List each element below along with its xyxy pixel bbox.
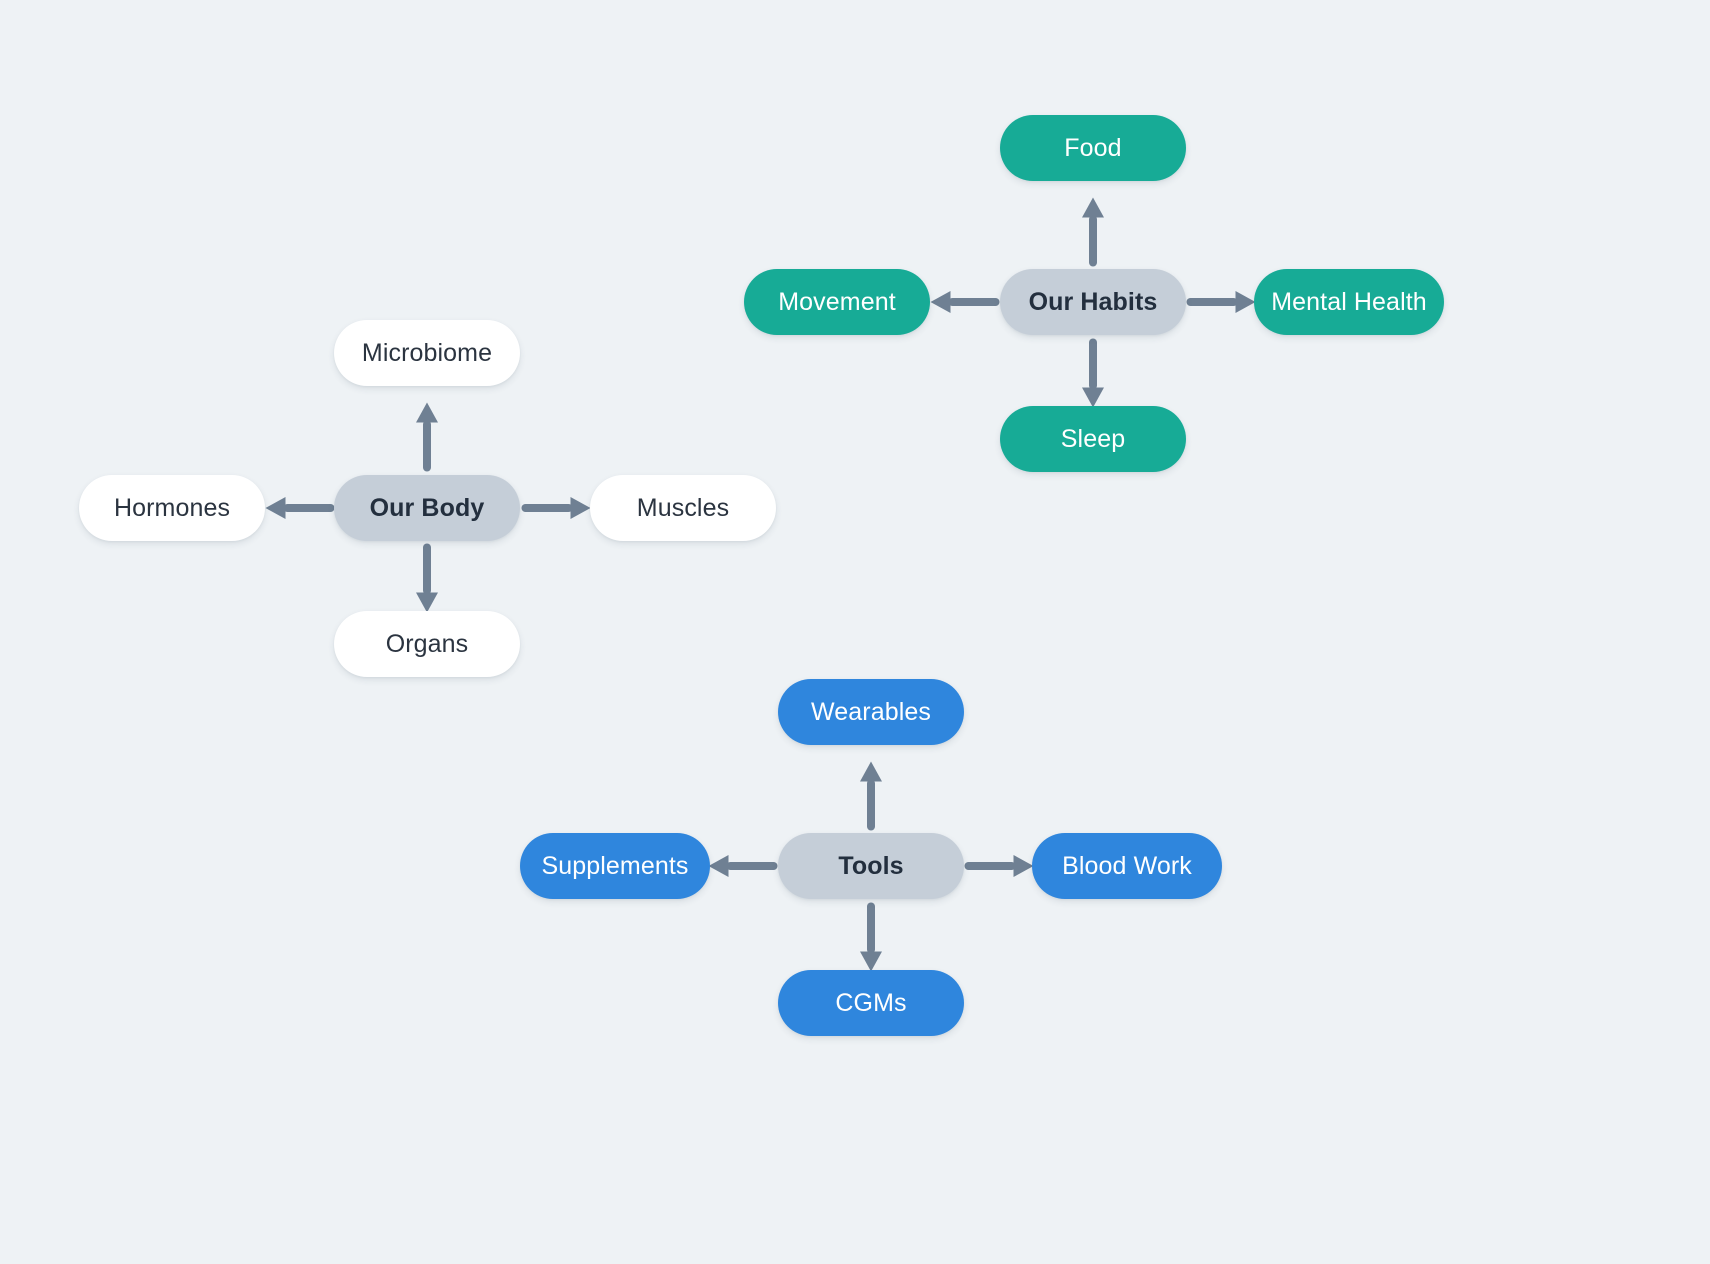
- node-movement-label: Movement: [778, 287, 896, 316]
- node-sleep-label: Sleep: [1060, 424, 1126, 453]
- node-hormones[interactable]: Hormones: [79, 475, 265, 541]
- node-movement[interactable]: Movement: [744, 269, 930, 335]
- node-blood-work-label: Blood Work: [1062, 851, 1192, 880]
- arrow-our-habits-up: [1082, 197, 1104, 267]
- arrow-our-body-left: [265, 497, 335, 519]
- hub-node-tools[interactable]: Tools: [778, 833, 964, 899]
- arrow-tools-up: [860, 761, 882, 831]
- arrow-our-body-up: [416, 402, 438, 472]
- node-muscles[interactable]: Muscles: [590, 475, 776, 541]
- arrow-tools-down: [860, 902, 882, 972]
- node-food[interactable]: Food: [1000, 115, 1186, 181]
- node-supplements[interactable]: Supplements: [520, 833, 710, 899]
- node-cgms-label: CGMs: [835, 988, 907, 1017]
- arrow-our-body-right: [521, 497, 591, 519]
- arrow-our-habits-down: [1082, 338, 1104, 408]
- node-mental-health-label: Mental Health: [1271, 287, 1427, 316]
- node-sleep[interactable]: Sleep: [1000, 406, 1186, 472]
- node-microbiome[interactable]: Microbiome: [334, 320, 520, 386]
- arrow-our-habits-left: [930, 291, 1000, 313]
- node-hormones-label: Hormones: [113, 493, 231, 522]
- hub-node-our-habits-label: Our Habits: [1028, 287, 1158, 316]
- node-wearables-label: Wearables: [811, 697, 931, 726]
- hub-node-our-body-label: Our Body: [369, 493, 485, 522]
- node-microbiome-label: Microbiome: [361, 338, 493, 367]
- hub-node-our-habits[interactable]: Our Habits: [1000, 269, 1186, 335]
- arrow-tools-right: [964, 855, 1034, 877]
- node-organs-label: Organs: [385, 629, 469, 658]
- node-supplements-label: Supplements: [541, 851, 689, 880]
- hub-node-our-body[interactable]: Our Body: [334, 475, 520, 541]
- node-organs[interactable]: Organs: [334, 611, 520, 677]
- node-blood-work[interactable]: Blood Work: [1032, 833, 1222, 899]
- arrow-our-body-down: [416, 543, 438, 613]
- node-muscles-label: Muscles: [636, 493, 730, 522]
- hub-node-tools-label: Tools: [838, 851, 904, 880]
- node-food-label: Food: [1064, 133, 1122, 162]
- node-wearables[interactable]: Wearables: [778, 679, 964, 745]
- arrow-tools-left: [708, 855, 778, 877]
- node-mental-health[interactable]: Mental Health: [1254, 269, 1444, 335]
- node-cgms[interactable]: CGMs: [778, 970, 964, 1036]
- arrow-our-habits-right: [1186, 291, 1256, 313]
